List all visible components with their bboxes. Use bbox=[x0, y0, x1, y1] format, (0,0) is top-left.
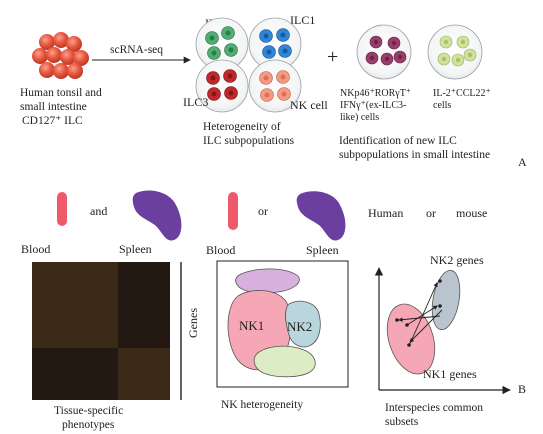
method-label: scRNA-seq bbox=[110, 44, 163, 56]
blood-label-1: Blood bbox=[21, 242, 50, 256]
nk2-ellipse bbox=[431, 269, 461, 331]
plus-sign: + bbox=[327, 46, 338, 68]
nk-heterogeneity-label: NK heterogeneity bbox=[221, 399, 303, 411]
interspecies-label-line2: subsets bbox=[385, 416, 419, 428]
nk-cell-circle bbox=[248, 59, 302, 113]
nk2-label: NK2 bbox=[287, 319, 312, 334]
blood-icon-2 bbox=[228, 192, 238, 230]
ex-ilc3-like-circle bbox=[356, 24, 412, 80]
identification-label-line2: subpopulations in small intestine bbox=[339, 149, 490, 161]
heterogeneity-label-line1: Heterogeneity of bbox=[203, 121, 281, 133]
human-label: Human bbox=[368, 206, 403, 220]
nk2-genes-label: NK2 genes bbox=[430, 253, 484, 267]
nk1-label: NK1 bbox=[239, 318, 264, 333]
new-subset2-line2: cells bbox=[433, 100, 451, 111]
identification-label-line1: Identification of new ILC bbox=[339, 135, 457, 147]
ilc3-label: ILC3 bbox=[183, 95, 208, 109]
ilc1-circle bbox=[248, 17, 302, 71]
new-subset1-line3: like) cells bbox=[340, 112, 379, 123]
panel-b-label: B bbox=[518, 382, 526, 396]
nk2-cluster bbox=[285, 300, 321, 348]
ilc-cell-cluster-icon bbox=[32, 32, 89, 79]
new-subset1-line2: IFNγ⁺(ex-ILC3- bbox=[340, 100, 406, 111]
blood-icon bbox=[57, 192, 67, 226]
tissue-heatmap bbox=[32, 262, 170, 400]
and-label: and bbox=[90, 204, 107, 218]
spleen-label-2: Spleen bbox=[306, 243, 339, 257]
heatmap-cell-top-right bbox=[118, 262, 170, 348]
heatmap-cell-bottom-right bbox=[118, 348, 170, 400]
tissue-label-line1: Tissue-specific bbox=[54, 405, 123, 417]
il2-ccl22-circle bbox=[427, 24, 483, 80]
heterogeneity-label-line2: ILC subpopulations bbox=[203, 135, 295, 147]
scatter-points bbox=[395, 279, 442, 347]
source-label-line1: Human tonsil and bbox=[20, 87, 102, 99]
heatmap-cell-top-left bbox=[32, 262, 118, 348]
nk-cell-label: NK cell bbox=[290, 98, 328, 112]
or-label-2: or bbox=[426, 206, 436, 220]
new-subset1-line1: NKp46⁺RORγT⁺ bbox=[340, 88, 411, 99]
or-label-1: or bbox=[258, 204, 268, 218]
nk1-genes-label: NK1 genes bbox=[423, 367, 477, 381]
ilc1-label: ILC1 bbox=[290, 13, 315, 27]
nk-cluster-purple bbox=[235, 268, 300, 294]
spleen-icon bbox=[132, 190, 182, 241]
subset-connections bbox=[398, 282, 443, 347]
blood-label-2: Blood bbox=[206, 243, 235, 257]
genes-label: Genes bbox=[186, 308, 200, 338]
new-subset2-line1: IL-2⁺CCL22⁺ bbox=[433, 88, 491, 99]
tissue-label-line2: phenotypes bbox=[62, 419, 115, 431]
source-label-line2: small intestine bbox=[20, 101, 87, 113]
spleen-label-1: Spleen bbox=[119, 242, 152, 256]
spleen-icon-2 bbox=[296, 191, 346, 241]
nk-cluster-green bbox=[253, 345, 316, 378]
heatmap-cell-bottom-left bbox=[32, 348, 118, 400]
ilc3-circle bbox=[195, 59, 249, 113]
mouse-label: mouse bbox=[456, 206, 487, 220]
interspecies-label-line1: Interspecies common bbox=[385, 402, 483, 414]
source-label-line3: CD127⁺ ILC bbox=[22, 115, 83, 127]
panel-a-label: A bbox=[518, 155, 527, 169]
